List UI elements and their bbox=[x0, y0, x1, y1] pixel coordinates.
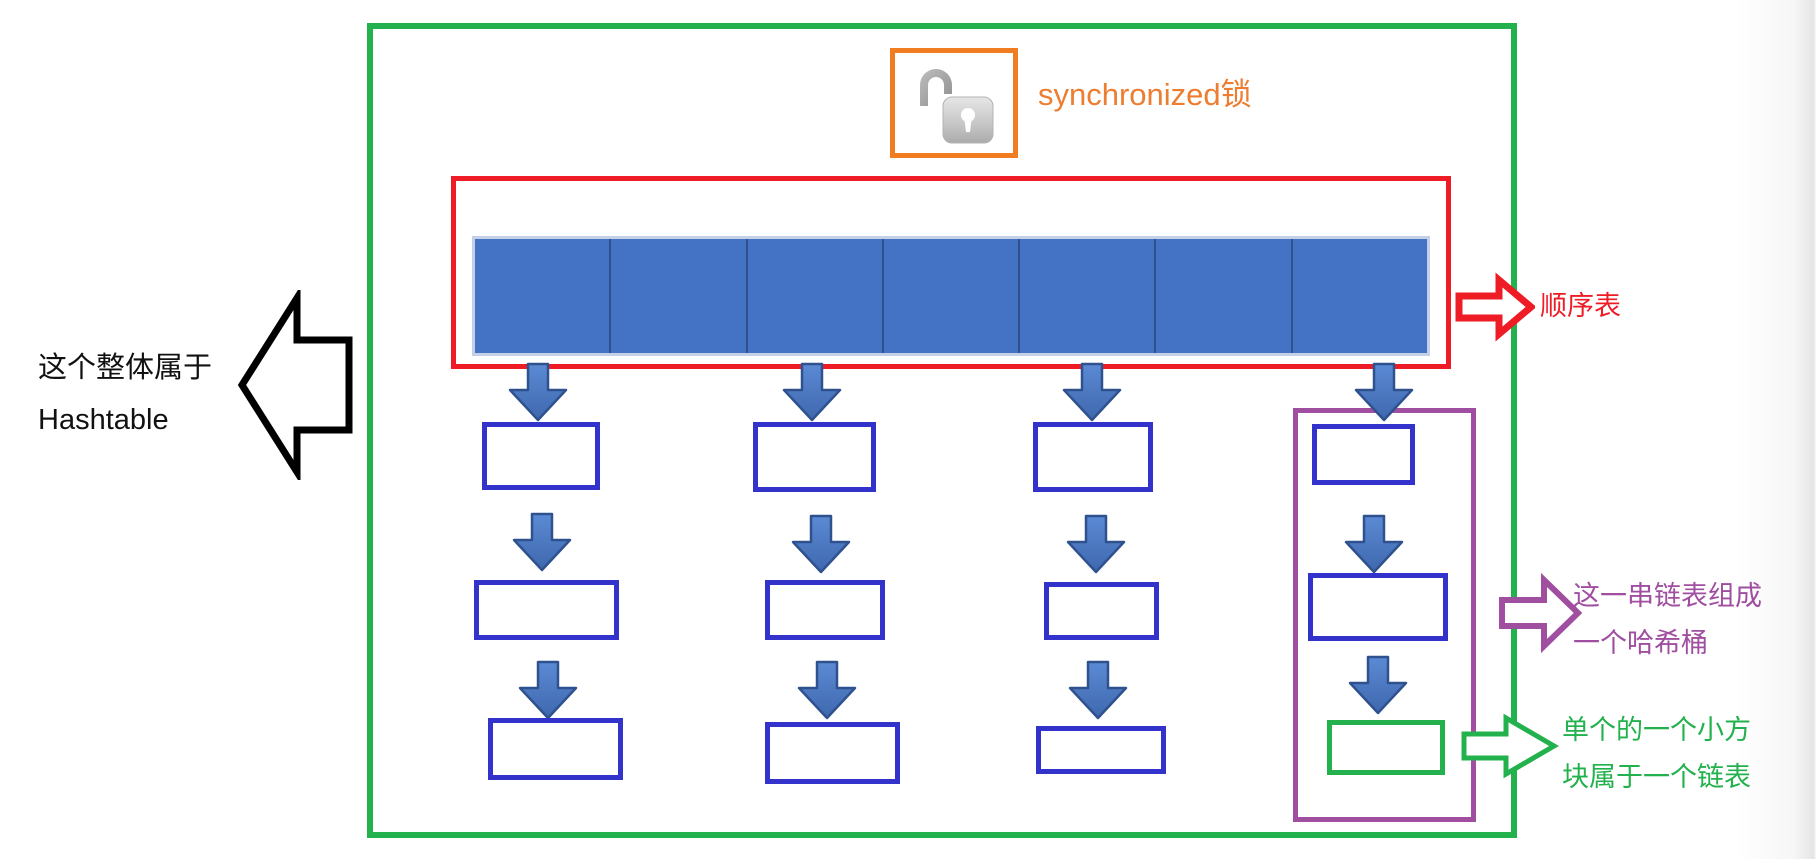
down-arrow-icon bbox=[516, 660, 580, 722]
synchronized-lock-label: synchronized锁 bbox=[1038, 77, 1252, 112]
down-arrow-icon bbox=[1064, 514, 1128, 576]
down-arrow-icon bbox=[795, 660, 859, 722]
hashtable-callout-label-line1: 这个整体属于 bbox=[38, 352, 213, 384]
single-node-label-line2: 块属于一个链表 bbox=[1562, 762, 1751, 792]
down-arrow-icon bbox=[510, 512, 574, 574]
chain-node[interactable] bbox=[1044, 582, 1159, 640]
chain-node[interactable] bbox=[765, 722, 900, 784]
down-arrow-icon bbox=[506, 362, 570, 424]
down-arrow-icon bbox=[1346, 655, 1410, 717]
open-padlock-icon bbox=[906, 58, 1002, 150]
sequential-table-callout-arrow bbox=[1455, 272, 1535, 342]
down-arrow-icon bbox=[789, 514, 853, 576]
chain-node[interactable] bbox=[1033, 422, 1153, 492]
sequential-table-label: 顺序表 bbox=[1540, 291, 1621, 321]
hash-array bbox=[472, 236, 1430, 356]
array-cell[interactable] bbox=[611, 239, 748, 353]
array-cell[interactable] bbox=[1292, 239, 1427, 353]
single-node-label-line1: 单个的一个小方 bbox=[1562, 715, 1751, 745]
array-cell[interactable] bbox=[1156, 239, 1293, 353]
down-arrow-icon bbox=[1342, 514, 1406, 576]
hash-bucket-label-line2: 一个哈希桶 bbox=[1573, 628, 1708, 658]
down-arrow-icon bbox=[1352, 362, 1416, 424]
down-arrow-icon bbox=[780, 362, 844, 424]
array-cell[interactable] bbox=[1020, 239, 1157, 353]
chain-node-highlighted[interactable] bbox=[1327, 720, 1445, 775]
down-arrow-icon bbox=[1060, 362, 1124, 424]
down-arrow-icon bbox=[1066, 660, 1130, 722]
chain-node[interactable] bbox=[1036, 726, 1166, 774]
single-node-callout-arrow bbox=[1460, 712, 1560, 780]
array-cell[interactable] bbox=[883, 239, 1021, 353]
array-cell[interactable] bbox=[475, 239, 612, 353]
hashtable-callout-arrow bbox=[235, 290, 355, 480]
chain-node[interactable] bbox=[474, 580, 619, 640]
hash-bucket-label-line1: 这一串链表组成 bbox=[1573, 581, 1762, 611]
chain-node[interactable] bbox=[753, 422, 876, 492]
chain-node[interactable] bbox=[1308, 573, 1448, 641]
chain-node[interactable] bbox=[1312, 424, 1415, 485]
chain-node[interactable] bbox=[482, 422, 600, 490]
array-cell[interactable] bbox=[747, 239, 884, 353]
hashtable-callout-label-line2: Hashtable bbox=[38, 404, 169, 436]
chain-node[interactable] bbox=[488, 718, 623, 780]
hashtable-outer-container bbox=[367, 23, 1517, 838]
hash-bucket-callout-arrow bbox=[1498, 572, 1583, 654]
chain-node[interactable] bbox=[765, 580, 885, 640]
